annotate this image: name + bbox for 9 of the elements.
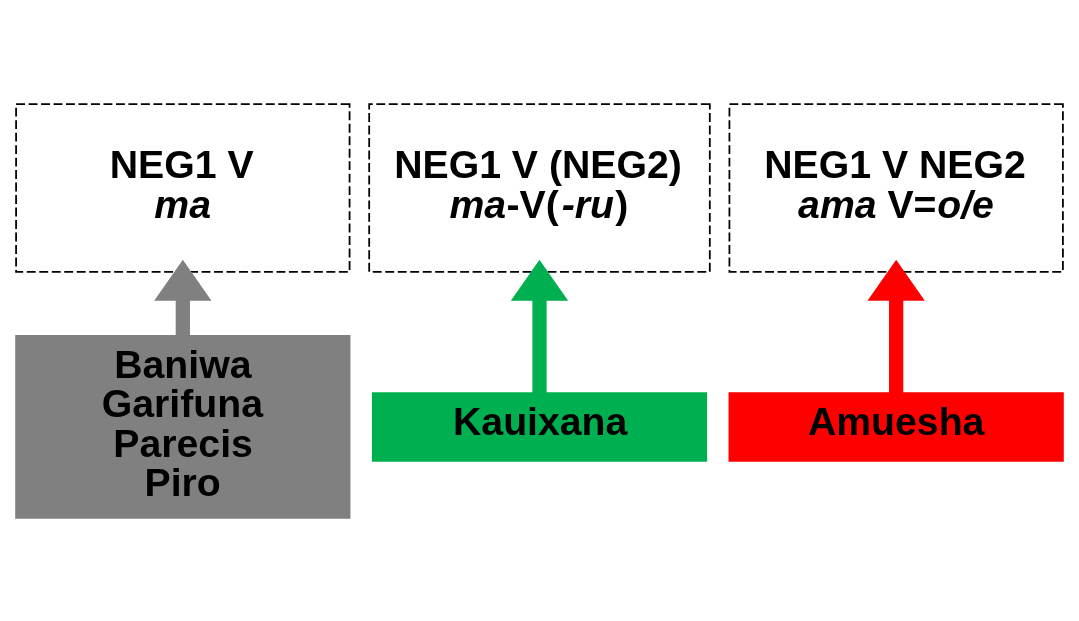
node-box: NEG1 V NEG2 ama V=o/e	[728, 102, 1064, 273]
node-box: Baniwa Garifuna Parecis Piro	[15, 334, 351, 519]
arrow	[510, 259, 569, 393]
node-box: Kauixana	[371, 391, 708, 462]
arrow	[154, 259, 212, 335]
arrow	[867, 259, 925, 393]
node-box: Amuesha	[728, 391, 1064, 462]
node-box: NEG1 V (NEG2) ma-V(-ru)	[368, 102, 711, 273]
node-box: NEG1 V ma	[15, 102, 351, 273]
